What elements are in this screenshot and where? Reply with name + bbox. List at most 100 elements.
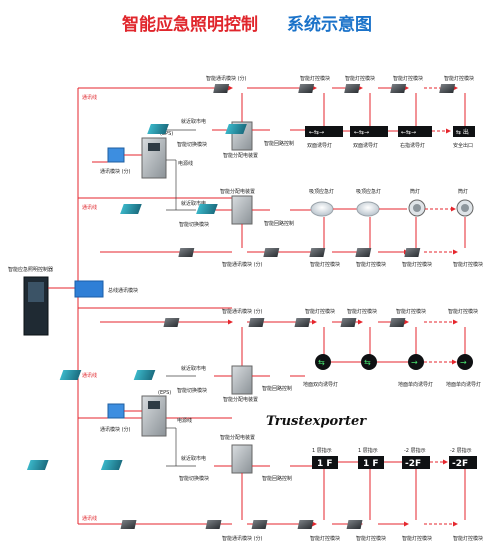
- sec1-sign-label-4: 安全出口: [453, 142, 473, 149]
- sec3-lamp-ctrl-3: [340, 318, 357, 327]
- sec3-comm-module: [107, 403, 125, 419]
- sec2-lamp-label-2: 吸顶应急灯: [356, 188, 381, 195]
- sec2-lamp-ctrl-label-4: 智能灯控模块: [453, 261, 483, 268]
- sec1-branch-label: 智能通讯模块 (分): [206, 75, 247, 82]
- bus-comm-module: [74, 280, 104, 298]
- sec2-smart-comm-module: [178, 248, 195, 257]
- sec1-loop-label: 智能回路控制: [264, 140, 294, 147]
- sec1-sign-2: [350, 126, 388, 137]
- sec3-smart-comm-module: [163, 318, 180, 327]
- sec4-floor-header-3: -2 层指示: [404, 447, 426, 454]
- sec1-lamp-ctrl-label-3: 智能灯控模块: [393, 75, 423, 82]
- sec1-sign-label-2: 双面诱导灯: [353, 142, 378, 149]
- sec1-sign-text-1: ←⇆→: [309, 129, 324, 136]
- sec4-floor-sign-1: [312, 456, 338, 469]
- sec3-comm-module-label: 通讯模块 (分): [100, 426, 131, 433]
- sec4-floor-sign-3: [402, 456, 430, 469]
- sec4-lamp-ctrl-label-2: 智能灯控模块: [356, 535, 386, 542]
- sec3-lamp-ctrl-label-4: 智能灯控模块: [448, 308, 478, 315]
- sec1-comm-module: [107, 147, 125, 163]
- sec1-lamp-ctrl-label-2: 智能灯控模块: [345, 75, 375, 82]
- sec1-sign-text-2: ←⇆→: [354, 129, 369, 136]
- sec1-comm-module-label: 通讯模块 (分): [100, 168, 131, 175]
- sec3-lamp-label-3: 地面单向诱导灯: [446, 381, 481, 388]
- sec3-lamp-ctrl-4: [389, 318, 406, 327]
- sec3-ground-lamp-2: [361, 354, 377, 370]
- sec1-sign-3: [398, 126, 432, 137]
- sec3-switch-label: 智能切换模块: [177, 387, 207, 394]
- sec3-ground-lamp-4: [457, 354, 473, 370]
- sec1-switch-module: [147, 124, 169, 134]
- sec3-eps-panel: [148, 401, 160, 409]
- sec3-ground-lamp-1-icon: ⇆: [318, 358, 325, 367]
- sec3-ground-lamp-3-icon: →: [411, 358, 418, 367]
- sec3-ground-lamp-3: [408, 354, 424, 370]
- sec3-lamp-ctrl-label-3: 智能灯控模块: [396, 308, 426, 315]
- title-part2: 系统示意图: [287, 14, 372, 35]
- sec1-sign-text-3: ←⇆→: [401, 129, 416, 136]
- sec3-lamp-ctrl-1: [248, 318, 265, 327]
- sec2-lamp-ctrl-1: [263, 248, 280, 257]
- sec4-smart-comm-module: [120, 520, 137, 529]
- sec2-downlight-1-core: [413, 204, 421, 212]
- sec3-lamp-label-1: 地面双向诱导灯: [303, 381, 338, 388]
- sec2-dist-label: 智能分配电装置: [220, 188, 255, 195]
- sec2-switch-module: [120, 204, 142, 214]
- sec3-loop-ctrl: [133, 370, 156, 380]
- sec4-switch-module: [26, 460, 49, 470]
- sec3-branch-label: 智能通讯模块 (分): [222, 308, 263, 315]
- sec4-lamp-ctrl-1: [205, 520, 222, 529]
- sec1-sign-text-4: ⇆ 出: [456, 128, 469, 136]
- sec4-branch-label: 智能通讯模块 (分): [222, 535, 263, 542]
- sec3-dist-box: [231, 365, 253, 395]
- sec4-floor-sign-4: [449, 456, 477, 469]
- sec3-lamp-ctrl-label-2: 智能灯控模块: [347, 308, 377, 315]
- sec2-lamp-label-4: 筒灯: [458, 188, 468, 195]
- sec3-lamp-ctrl-label-1: 智能灯控模块: [305, 308, 335, 315]
- title-part1: 智能应急照明控制: [122, 14, 258, 35]
- sec1-lamp-ctrl-label-4: 智能灯控模块: [444, 75, 474, 82]
- sec4-floor-sign-text-2: 1 F: [363, 459, 379, 469]
- sec4-floor-header-2: 1 层指示: [358, 447, 378, 454]
- sec1-switch-label: 智能切换模块: [177, 141, 207, 148]
- sec1-lamp-ctrl-3: [390, 84, 407, 93]
- sec1-sign-label-3: 右指诱导灯: [400, 142, 425, 149]
- sec2-lamp-ctrl-label-2: 智能灯控模块: [356, 261, 386, 268]
- controller-screen: [28, 282, 44, 302]
- sec1-lamp-ctrl-4: [439, 84, 456, 93]
- sec1-loop-ctrl: [225, 124, 247, 134]
- sec3-lamp-label-2: 地面单向诱导灯: [398, 381, 433, 388]
- bus-module-label: 总线通讯模块: [108, 287, 138, 294]
- sec2-lamp-ctrl-2: [309, 248, 326, 257]
- sec1-nearby-power-label: 就近取市电: [181, 118, 206, 125]
- sec2-dist-box: [231, 195, 253, 225]
- sec3-lamp-ctrl-2: [294, 318, 311, 327]
- sec4-lamp-ctrl-label-4: 智能灯控模块: [453, 535, 483, 542]
- sec1-lamp-ctrl-2: [344, 84, 361, 93]
- comm-line-label-3: 通讯线: [82, 372, 97, 379]
- sec1-sign-4: [453, 126, 475, 137]
- sec4-dist-box: [231, 444, 253, 474]
- sec1-eps-label: (EPS): [160, 131, 173, 137]
- sec4-lamp-ctrl-label-1: 智能灯控模块: [310, 535, 340, 542]
- sec2-loop-ctrl: [196, 204, 218, 214]
- sec1-lamp-ctrl-1: [298, 84, 315, 93]
- sec4-lamp-ctrl-label-3: 智能灯控模块: [402, 535, 432, 542]
- sec2-lamp-ctrl-4: [404, 248, 421, 257]
- sec4-nearby-power-label: 就近取市电: [181, 455, 206, 462]
- sec2-loop-label: 智能回路控制: [264, 220, 294, 227]
- sec2-switch-label: 智能切换模块: [179, 221, 209, 228]
- sec1-eps-panel: [148, 143, 160, 151]
- sec1-sign-label-1: 双面诱导灯: [307, 142, 332, 149]
- sec3-eps-label: (EPS): [158, 390, 171, 396]
- sec3-ground-lamp-2-icon: ⇆: [364, 358, 371, 367]
- sec4-floor-header-1: 1 层指示: [312, 447, 332, 454]
- sec4-switch-label: 智能切换模块: [179, 475, 209, 482]
- sec2-ceiling-lamp-2: [356, 201, 380, 217]
- sec4-floor-sign-2: [358, 456, 384, 469]
- comm-line-label-2: 通讯线: [82, 204, 97, 211]
- sec1-smart-comm-module: [213, 84, 230, 93]
- sec2-downlight-2-core: [461, 204, 469, 212]
- watermark: Trustexporter: [266, 414, 367, 429]
